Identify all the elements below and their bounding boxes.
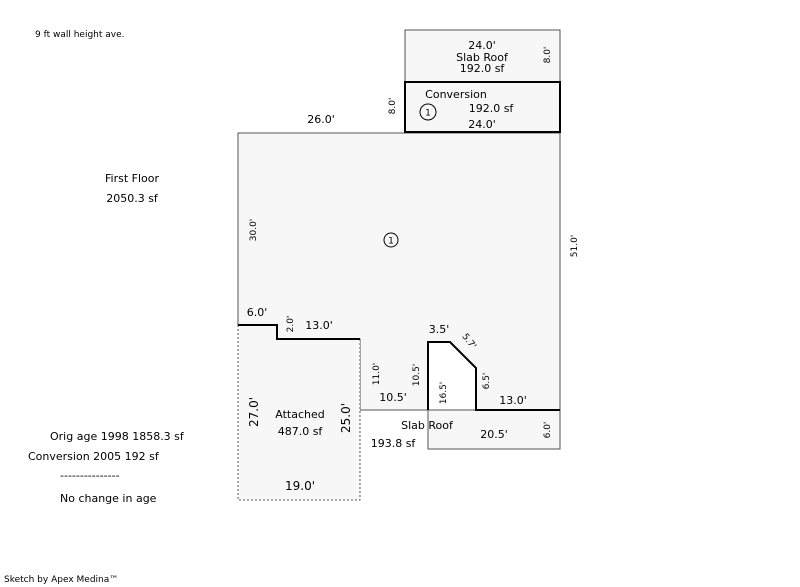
bump-wall <box>427 341 560 411</box>
no-change-note: No change in age <box>60 492 157 505</box>
dim-top: 26.0' <box>307 113 335 126</box>
conversion-age-note: Conversion 2005 192 sf <box>28 450 160 463</box>
conversion-width: 24.0' <box>468 118 496 131</box>
dim-bump-right: 6.5' <box>482 373 492 390</box>
sketch-credit: Sketch by Apex Medina™ <box>4 575 118 585</box>
slab-roof-top-width: 24.0' <box>468 39 496 52</box>
conversion-area-label: 192.0 sf <box>469 102 515 115</box>
age-divider: --------------- <box>60 469 120 482</box>
first-floor-area-label: 2050.3 sf <box>106 192 159 205</box>
slab-roof-bottom-width: 20.5' <box>480 428 508 441</box>
wall-height-note: 9 ft wall height ave. <box>35 30 125 40</box>
attached-label: Attached <box>275 408 324 421</box>
dim-step-b: 2.0' <box>286 316 296 333</box>
conversion-label: Conversion <box>425 88 487 101</box>
conversion-side: 8.0' <box>388 98 398 115</box>
attached-bottom-dim: 19.0' <box>285 479 315 493</box>
slab-roof-bottom-area <box>427 409 561 450</box>
attached-left-dim: 27.0' <box>247 397 261 427</box>
dim-wall-b: 10.5' <box>412 364 422 387</box>
dim-wall-c: 10.5' <box>379 391 407 404</box>
first-floor-marker-icon <box>383 232 399 248</box>
dim-step-c: 13.0' <box>305 319 333 332</box>
slab-roof-top-label: Slab Roof <box>456 51 509 64</box>
dim-bump-top: 3.5' <box>429 323 450 336</box>
conversion-marker: 1 <box>425 109 431 119</box>
dim-bump-left: 16.5' <box>439 382 449 405</box>
conversion-marker-icon <box>419 103 437 121</box>
slab-roof-top-area-label: 192.0 sf <box>460 62 506 75</box>
slab-roof-bottom-area-label: 193.8 sf <box>371 437 417 450</box>
attached-right-dim: 25.0' <box>339 403 353 433</box>
slab-roof-bottom-side: 6.0' <box>543 422 553 439</box>
slab-roof-bottom-label: Slab Roof <box>401 419 454 432</box>
dim-right: 51.0' <box>570 235 580 258</box>
dim-left: 30.0' <box>249 219 259 242</box>
dim-wall-a: 11.0' <box>372 363 382 386</box>
conversion-area <box>404 81 561 133</box>
first-floor-label: First Floor <box>105 172 159 185</box>
slab-roof-top-area <box>404 29 561 83</box>
attached-area-label: 487.0 sf <box>278 425 324 438</box>
dim-bottom-right: 13.0' <box>499 394 527 407</box>
slab-roof-top-side: 8.0' <box>543 47 553 64</box>
step-wall <box>238 324 360 340</box>
orig-age-note: Orig age 1998 1858.3 sf <box>50 430 185 443</box>
dim-step-a: 6.0' <box>247 306 268 319</box>
first-floor-marker: 1 <box>388 237 394 247</box>
